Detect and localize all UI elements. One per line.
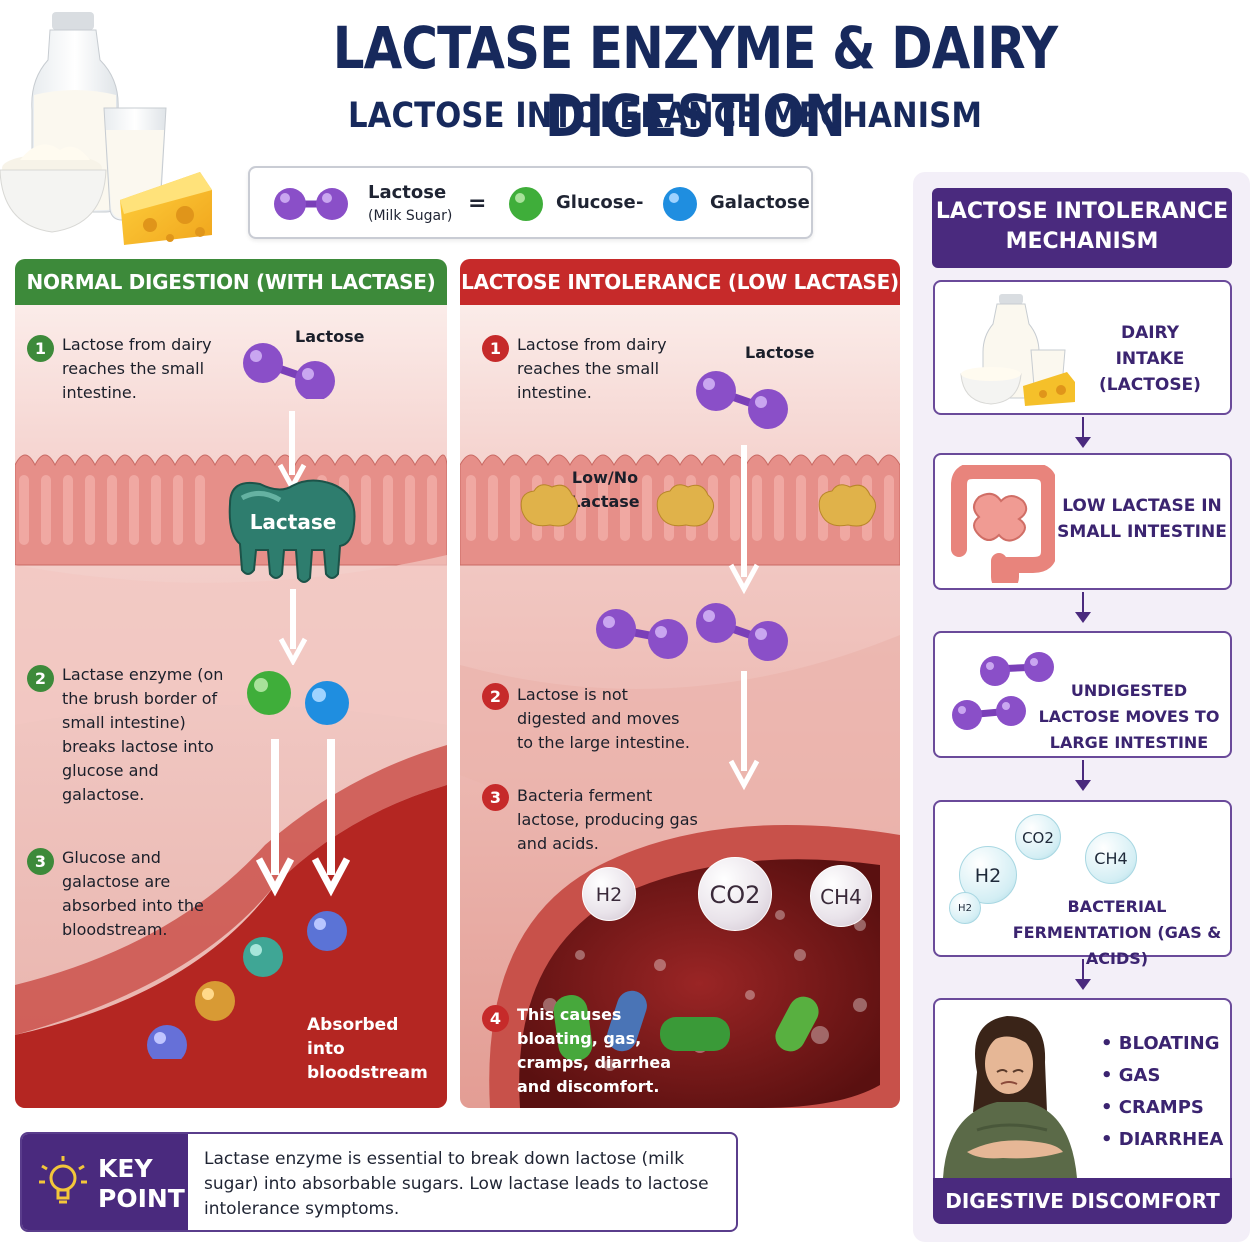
low-lactase-label: Low/No Lactase [570, 468, 640, 511]
intolerance-step-2-text: Lactose is not digested and moves to the… [517, 685, 690, 752]
woman-in-pain-icon [943, 1016, 1077, 1178]
flow-arrow [1082, 760, 1084, 782]
flow-arrow-head [1075, 437, 1091, 448]
mechanism-step-3-text: UNDIGESTED LACTOSE MOVES TO LARGE INTEST… [1038, 681, 1220, 752]
lactose-molecule-icon [952, 652, 1054, 730]
symptom-item: • CRAMPS [1101, 1097, 1204, 1118]
intolerance-step-2-number: 2 [482, 683, 509, 710]
intestine-illustration [460, 305, 900, 1108]
flow-arrow [1082, 592, 1084, 614]
intestine-icon [951, 465, 1055, 583]
legend-dash: - [636, 192, 644, 213]
galactose-molecule-icon [663, 187, 697, 221]
mechanism-step-2-text: LOW LACTASE IN SMALL INTESTINE [1057, 496, 1227, 542]
mechanism-step-low-lactase: LOW LACTASE IN SMALL INTESTINE [933, 453, 1232, 590]
molecule-legend: Lactose (Milk Sugar) = Glucose - Galacto… [248, 166, 813, 239]
normal-lactose-label: Lactose [295, 327, 365, 346]
down-arrow-icon [278, 589, 308, 665]
legend-equals: = [468, 191, 487, 216]
key-point-label-line2: POINT [98, 1184, 185, 1213]
key-point-text: Lactase enzyme is essential to break dow… [204, 1149, 709, 1219]
normal-step-2-text: Lactase enzyme (on the brush border of s… [62, 665, 224, 804]
dairy-products-illustration [0, 12, 212, 245]
low-lactase-enzyme-icon [520, 484, 876, 527]
mechanism-title: LACTOSE INTOLERANCE MECHANISM [932, 188, 1232, 268]
lactose-intolerance-title: LACTOSE INTOLERANCE (LOW LACTASE) [460, 259, 900, 305]
lactase-enzyme-icon [228, 479, 356, 583]
absorbed-bloodstream-label: Absorbed into bloodstream [307, 1015, 428, 1083]
glucose-molecule-icon [509, 187, 543, 221]
legend-lactose-label: Lactose [368, 182, 447, 203]
symptom-item: • GAS [1101, 1065, 1161, 1086]
key-point-label-block: KEY POINT [22, 1134, 188, 1230]
normal-step-1-number: 1 [27, 335, 54, 362]
digestive-discomfort-banner: DIGESTIVE DISCOMFORT [933, 1178, 1232, 1224]
gas-bubble-co2: CO2 [698, 857, 772, 931]
legend-lactose-sublabel: (Milk Sugar) [368, 208, 453, 224]
lightbulb-icon [39, 1156, 87, 1204]
gas-bubble-h2: H2 [582, 867, 636, 921]
bacteria-icon [553, 990, 819, 1061]
absorption-arrows [255, 739, 351, 897]
lactose-molecule-icon [243, 343, 335, 399]
flow-arrow-head [1075, 612, 1091, 623]
key-point-box: KEY POINT Lactase enzyme is essential to… [20, 1132, 738, 1232]
intolerance-step-3-text: Bacteria ferment lactose, producing gas … [517, 786, 698, 853]
intestine-illustration [15, 305, 447, 1108]
symptom-item: • BLOATING [1101, 1033, 1220, 1054]
legend-glucose-label: Glucose [556, 192, 636, 213]
symptom-list: • BLOATING • GAS • CRAMPS • DIARRHEA [1101, 1028, 1223, 1156]
intolerance-step-4-text: This causes bloating, gas, cramps, diarr… [517, 1005, 672, 1096]
dairy-products-icon [960, 294, 1075, 406]
lactose-intolerance-panel: LACTOSE INTOLERANCE (LOW LACTASE) 1 Lact… [460, 259, 900, 1108]
absorbed-sugars-icon [147, 911, 347, 1059]
normal-digestion-panel: NORMAL DIGESTION (WITH LACTASE) 1 Lactos… [15, 259, 447, 1108]
normal-step-3-text: Glucose and galactose are absorbed into … [62, 848, 204, 939]
yogurt-bowl-icon [0, 144, 107, 233]
normal-step-1-text: Lactose from dairy reaches the small int… [62, 335, 212, 402]
mechanism-step-1-text: DAIRY INTAKE (LACTOSE) [1099, 323, 1201, 395]
intolerance-step-4-number: 4 [482, 1005, 509, 1032]
gas-bubble-h2: H2 [959, 846, 1017, 904]
page-title: LACTASE ENZYME & DAIRY DIGESTION [332, 14, 1058, 150]
gas-bubble-co2: CO2 [1015, 814, 1061, 860]
mechanism-step-4-text: BACTERIAL FERMENTATION (GAS & ACIDS) [1012, 897, 1222, 968]
legend-galactose-label: Galactose [710, 192, 810, 213]
intolerance-step-1-text: Lactose from dairy reaches the small int… [517, 335, 667, 402]
mechanism-step-symptoms: • BLOATING • GAS • CRAMPS • DIARRHEA [933, 998, 1232, 1178]
gas-bubble-ch4: CH4 [1085, 832, 1137, 884]
lactose-molecule-icon [274, 188, 348, 220]
flow-arrow-head [1075, 780, 1091, 791]
flow-arrow [1082, 417, 1084, 439]
lactose-molecule-icon [696, 371, 788, 429]
normal-digestion-title: NORMAL DIGESTION (WITH LACTASE) [15, 259, 447, 305]
gas-bubble-ch4: CH4 [810, 865, 872, 927]
galactose-molecule-icon [305, 681, 349, 725]
down-arrow-icon [728, 445, 760, 595]
lactase-enzyme-label: Lactase [249, 510, 337, 534]
mechanism-step-undigested-lactose: UNDIGESTED LACTOSE MOVES TO LARGE INTEST… [933, 631, 1232, 758]
mechanism-step-dairy-intake: DAIRY INTAKE (LACTOSE) [933, 280, 1232, 415]
normal-step-2-number: 2 [27, 665, 54, 692]
mechanism-step-fermentation: CO2 H2 CH4 H2 BACTERIAL FERMENTATION (GA… [933, 800, 1232, 968]
page-subtitle: LACTOSE INTOLERANCE MECHANISM [348, 96, 982, 136]
undigested-lactose-icon [596, 603, 788, 661]
flow-arrow-head [1075, 979, 1091, 990]
cheese-icon [120, 172, 212, 245]
key-point-label-line1: KEY [98, 1154, 153, 1183]
intolerance-step-1-number: 1 [482, 335, 509, 362]
symptom-item: • DIARRHEA [1101, 1129, 1224, 1150]
intolerance-step-3-number: 3 [482, 784, 509, 811]
down-arrow-icon [728, 671, 760, 791]
flow-arrow [1082, 959, 1084, 981]
gas-bubble-h2-small: H2 [949, 892, 981, 924]
normal-step-3-number: 3 [27, 848, 54, 875]
glucose-molecule-icon [247, 671, 291, 715]
intolerance-lactose-label: Lactose [745, 343, 815, 362]
